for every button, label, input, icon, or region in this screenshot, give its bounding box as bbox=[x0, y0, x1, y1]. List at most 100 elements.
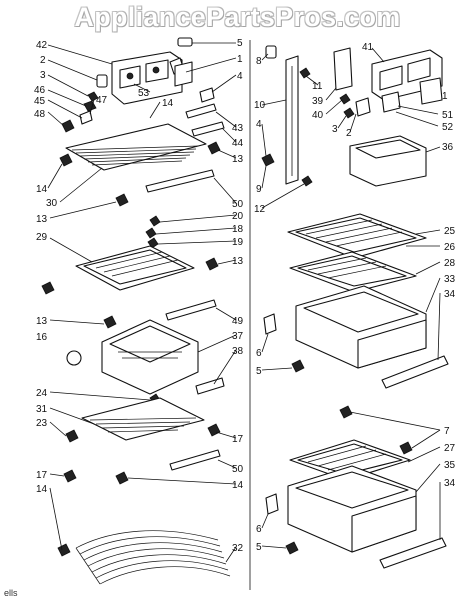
callout-44: 44 bbox=[232, 138, 244, 149]
leader-lines bbox=[47, 42, 441, 563]
shelf-trim-lower bbox=[169, 449, 221, 471]
callout-5: 5 bbox=[256, 542, 262, 553]
callout-5: 5 bbox=[256, 366, 262, 377]
callout-18: 18 bbox=[232, 224, 244, 235]
callout-38: 38 bbox=[232, 346, 244, 357]
glass-shelf-right-lower bbox=[289, 439, 411, 481]
dairy-drawer bbox=[349, 135, 427, 187]
callout-34: 34 bbox=[444, 478, 456, 489]
callout-14: 14 bbox=[36, 184, 48, 195]
control-housing bbox=[111, 51, 183, 105]
bracket bbox=[333, 47, 353, 91]
shelf-clip bbox=[103, 315, 117, 329]
callout-17: 17 bbox=[232, 434, 244, 445]
callout-34: 34 bbox=[444, 289, 456, 300]
callout-1: 1 bbox=[442, 91, 448, 102]
shelf-trim-upper bbox=[145, 169, 215, 193]
callout-49: 49 bbox=[232, 316, 244, 327]
shelf-ladder-rail bbox=[285, 55, 299, 185]
callout-27: 27 bbox=[444, 443, 456, 454]
glass-shelf-right-mid bbox=[289, 251, 417, 293]
rail-clip bbox=[301, 175, 313, 187]
callout-24: 24 bbox=[36, 388, 48, 399]
callout-50: 50 bbox=[232, 199, 244, 210]
callout-26: 26 bbox=[444, 242, 456, 253]
knob-part bbox=[355, 97, 371, 117]
callout-17: 17 bbox=[36, 470, 48, 481]
shelf-clip bbox=[149, 215, 161, 227]
control-panel bbox=[419, 77, 443, 105]
shelf-clip bbox=[115, 471, 129, 485]
shelf-clip bbox=[57, 543, 71, 557]
shelf-trim-middle bbox=[165, 299, 217, 321]
callout-31: 31 bbox=[36, 404, 48, 415]
crisper-pan-left bbox=[101, 319, 199, 395]
callout-13: 13 bbox=[36, 214, 48, 225]
callout-10: 10 bbox=[254, 100, 266, 111]
callout-7: 7 bbox=[444, 426, 450, 437]
callout-3: 3 bbox=[40, 70, 46, 81]
pan-cover-trim bbox=[195, 377, 225, 395]
callout-2: 2 bbox=[346, 128, 352, 139]
control-panel bbox=[381, 91, 401, 113]
callout-13: 13 bbox=[36, 316, 48, 327]
crisper-pan-right bbox=[295, 285, 427, 369]
callout-48: 48 bbox=[34, 109, 46, 120]
glass-shelf-right-upper bbox=[287, 213, 427, 259]
callout-4: 4 bbox=[256, 119, 262, 130]
shelf-clip bbox=[41, 281, 55, 295]
wire-shelf-lower bbox=[81, 397, 205, 441]
callout-14: 14 bbox=[232, 480, 244, 491]
shelf-clip bbox=[205, 257, 219, 271]
callout-19: 19 bbox=[232, 237, 244, 248]
glass-shelf bbox=[75, 245, 195, 291]
shelf-clip bbox=[115, 193, 129, 207]
callout-53: 53 bbox=[138, 88, 150, 99]
callout-9: 9 bbox=[256, 184, 262, 195]
watermark-text: AppliancePartsPros.com bbox=[74, 2, 401, 32]
callout-14: 14 bbox=[36, 484, 48, 495]
callout-36: 36 bbox=[442, 142, 454, 153]
callout-32: 32 bbox=[232, 543, 244, 554]
callout-41: 41 bbox=[362, 42, 374, 53]
callout-13: 13 bbox=[232, 154, 244, 165]
callout-13: 13 bbox=[232, 256, 244, 267]
callout-50: 50 bbox=[232, 464, 244, 475]
callout-25: 25 bbox=[444, 226, 456, 237]
rail-clip bbox=[261, 153, 275, 167]
shelf-clip bbox=[63, 469, 77, 483]
shelf-clip bbox=[207, 423, 221, 437]
callout-52: 52 bbox=[442, 122, 454, 133]
callout-6: 6 bbox=[256, 348, 262, 359]
callout-20: 20 bbox=[232, 211, 244, 222]
knob-part bbox=[343, 107, 355, 119]
callout-8: 8 bbox=[256, 56, 262, 67]
crisper-support bbox=[263, 313, 277, 335]
callout-29: 29 bbox=[36, 232, 48, 243]
callout-39: 39 bbox=[312, 96, 324, 107]
callout-35: 35 bbox=[444, 460, 456, 471]
crisper-clip bbox=[291, 359, 305, 373]
shelf-clip bbox=[339, 405, 353, 419]
crisper-pan-right-lower bbox=[287, 465, 417, 553]
callout-47: 47 bbox=[96, 95, 108, 106]
crisper-trim-lower bbox=[379, 537, 447, 569]
callout-46: 46 bbox=[34, 85, 46, 96]
crisper-support bbox=[265, 493, 279, 515]
corner-mark: ells bbox=[4, 588, 18, 598]
callout-14: 14 bbox=[162, 98, 174, 109]
callout-28: 28 bbox=[444, 258, 456, 269]
callout-42: 42 bbox=[36, 40, 48, 51]
shelf-clip bbox=[399, 441, 413, 455]
roller-wheel bbox=[66, 350, 82, 366]
callout-40: 40 bbox=[312, 110, 324, 121]
wire-shelf-upper bbox=[59, 123, 221, 171]
callout-16: 16 bbox=[36, 332, 48, 343]
callout-23: 23 bbox=[36, 418, 48, 429]
crisper-clip bbox=[285, 541, 299, 555]
wire-shelf-bottom bbox=[75, 530, 231, 585]
callout-37: 37 bbox=[232, 331, 244, 342]
callout-5: 5 bbox=[237, 38, 243, 49]
